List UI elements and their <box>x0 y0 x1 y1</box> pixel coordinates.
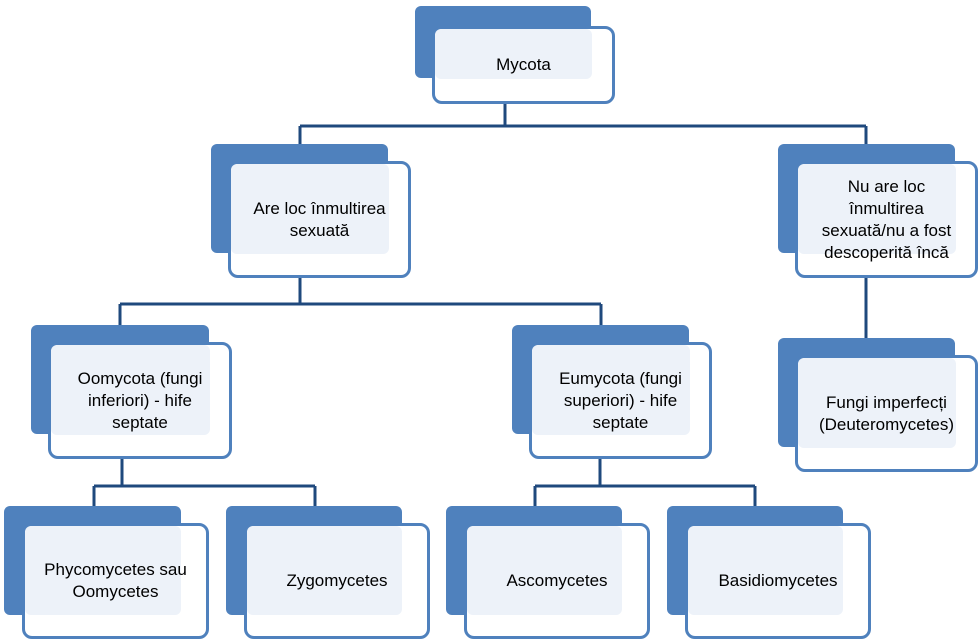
node-label-mycota: Mycota <box>496 55 551 74</box>
node-inner <box>25 526 181 615</box>
node-inner <box>532 345 690 435</box>
node-inner <box>435 29 592 79</box>
node-zygomycetes: Zygomycetes <box>226 506 430 639</box>
node-label-zygomycetes: Zygomycetes <box>286 571 388 590</box>
node-label-basidiomycetes: Basidiomycetes <box>718 571 838 590</box>
connector-mycota-children <box>298 102 868 146</box>
node-ascomycetes: Ascomycetes <box>446 506 650 639</box>
node-label-sexual: Are loc înmultirea sexuată <box>253 198 386 240</box>
node-label-eumycota: Eumycota (fungi superiori) - hife septat… <box>559 368 682 432</box>
node-inner <box>467 526 622 615</box>
node-label-imperfecti: Fungi imperfecți (Deuteromycetes) <box>818 392 955 434</box>
node-inner <box>798 358 956 448</box>
connector-sexual-children <box>118 276 603 326</box>
node-label-ascomycetes: Ascomycetes <box>506 571 608 590</box>
connector-eumycota-children <box>533 458 757 507</box>
node-inner <box>231 164 389 254</box>
node-oomycota: Oomycota (fungi inferiori) - hife septat… <box>31 325 232 459</box>
node-phycomycetes: Phycomycetes sau Oomycetes <box>4 506 209 639</box>
node-inner <box>247 526 402 615</box>
node-inner <box>688 526 843 615</box>
node-inner <box>51 345 210 435</box>
connector-oomycota-children <box>92 458 317 507</box>
node-label-asexual: Nu are loc înmultirea sexuată/nu a fost … <box>821 176 952 262</box>
node-sexual-reproduction: Are loc înmultirea sexuată <box>211 144 411 278</box>
node-label-oomycota: Oomycota (fungi inferiori) - hife septat… <box>77 368 203 432</box>
node-label-phycomycetes: Phycomycetes sau Oomycetes <box>44 560 187 601</box>
node-eumycota: Eumycota (fungi superiori) - hife septat… <box>512 325 712 459</box>
node-basidiomycetes: Basidiomycetes <box>667 506 871 639</box>
node-fungi-imperfecti: Fungi imperfecți (Deuteromycetes) <box>778 338 978 472</box>
node-inner <box>798 164 956 254</box>
node-no-sexual-reproduction: Nu are loc înmultirea sexuată/nu a fost … <box>778 144 978 278</box>
node-mycota: Mycota <box>415 6 615 104</box>
